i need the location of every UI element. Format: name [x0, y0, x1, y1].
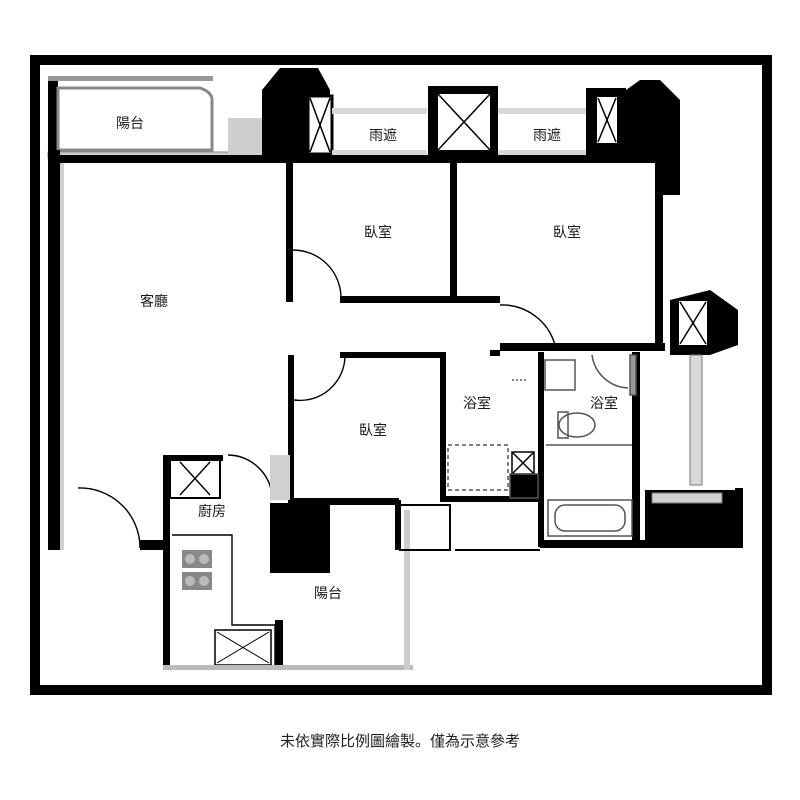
bathroom-2-fixtures: [544, 354, 637, 537]
label-bedroom-1: 臥室: [364, 224, 392, 241]
kitchen: [163, 455, 290, 670]
bottom-right-block: [645, 492, 735, 545]
label-canopy-left: 雨遮: [369, 128, 397, 144]
label-balcony-top: 陽台: [116, 116, 144, 132]
disclaimer-caption: 未依實際比例圖繪製。僅為示意參考: [279, 732, 520, 750]
label-balcony-bottom: 陽台: [314, 586, 342, 602]
floor-plan: 陽台 雨遮 雨遮 臥室 臥室 客廳 臥室 浴室 浴室 廚房 陽台: [30, 55, 772, 695]
top-structure: [262, 68, 680, 195]
label-bathroom-1: 浴室: [463, 395, 491, 412]
right-shaft: [670, 290, 738, 486]
label-bathroom-2: 浴室: [590, 395, 618, 412]
bottom-balcony: [163, 503, 540, 670]
label-living-room: 客廳: [140, 293, 168, 310]
interior-walls: [60, 155, 743, 550]
outer-frame: [30, 55, 772, 695]
entry: [140, 540, 170, 550]
label-bedroom-2: 臥室: [553, 224, 581, 241]
bathroom-1-fixtures: [447, 379, 539, 499]
left-window-strip: [60, 160, 64, 550]
left-exterior-wall: [48, 150, 60, 550]
label-bedroom-3: 臥室: [359, 422, 387, 439]
label-kitchen: 廚房: [198, 503, 226, 520]
door-swings: [77, 249, 556, 549]
top-balcony: [47, 76, 264, 159]
label-canopy-right: 雨遮: [533, 128, 561, 144]
